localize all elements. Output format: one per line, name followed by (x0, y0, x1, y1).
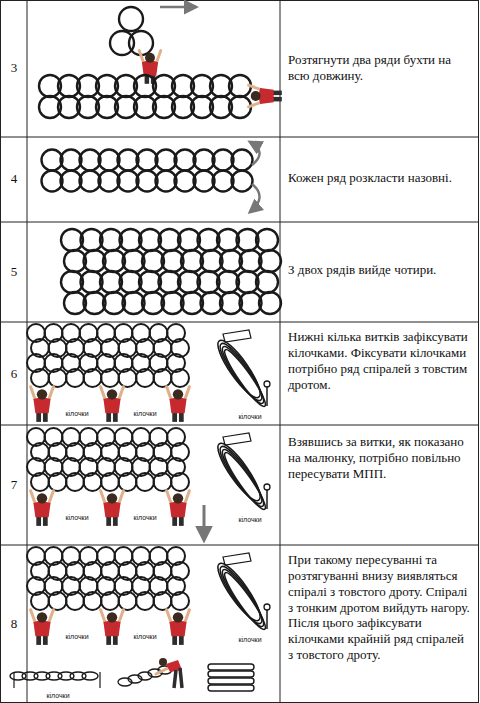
coil-ring (66, 592, 84, 610)
coil-ring (31, 473, 49, 491)
row-line (0, 545, 479, 546)
worker-figure (31, 610, 54, 645)
worker-figure (167, 387, 190, 422)
coil-ring (154, 592, 172, 610)
step-number: 7 (11, 477, 18, 493)
coil-ring (136, 473, 154, 491)
coil-ring (154, 473, 172, 491)
coil-ring (232, 150, 253, 171)
column-line (280, 0, 281, 703)
coil-ring (66, 473, 84, 491)
worker-figure (167, 610, 190, 645)
row-line (0, 322, 479, 323)
worker-figure (167, 491, 190, 526)
coil-mesh (42, 150, 253, 192)
worker-figure (31, 387, 54, 422)
coil-ring (171, 592, 189, 610)
row-line (0, 137, 479, 138)
step-number: 6 (11, 366, 18, 382)
row-line (0, 425, 479, 426)
coil-ring (31, 369, 49, 387)
worker-figure (249, 85, 282, 107)
peg-label: кілочки (132, 633, 157, 641)
coil-ring (31, 592, 49, 610)
coil-ring-group (119, 7, 143, 31)
worker-figure (31, 491, 54, 526)
peg-label: кілочки (132, 410, 157, 418)
step-text-cell: Розтягнути два ряди бухти на всю довжину… (284, 50, 476, 86)
coil-ring (136, 369, 154, 387)
coil-ring (110, 31, 134, 55)
coil-ring (49, 473, 67, 491)
step-instruction: З двох рядів вийде чотири. (288, 262, 472, 278)
coil-mesh (27, 324, 189, 387)
step-instruction: Розтягнути два ряди бухти на всю довжину… (288, 52, 472, 84)
coil-ring (119, 369, 137, 387)
coil-mesh (39, 75, 251, 118)
mini-steps (10, 658, 254, 691)
peg-label: кілочки (237, 413, 262, 421)
step-text-cell: Взявшись за витки, як показано на малюнк… (284, 432, 476, 484)
coil-stretch-figure (212, 433, 270, 513)
direction-arrow (250, 184, 260, 212)
coil-ring (49, 369, 67, 387)
peg-label: кілочки (237, 516, 262, 524)
coil-ring (256, 229, 278, 251)
step-text-cell: При такому пересуванні та розтягуванні в… (284, 550, 476, 665)
row-line (0, 222, 479, 223)
coil-ring (101, 369, 119, 387)
coil-ring (119, 7, 143, 31)
coil-ring (84, 369, 102, 387)
coil-ring (119, 473, 137, 491)
coil-ring (119, 592, 137, 610)
coil-ring (171, 369, 189, 387)
coil-ring (66, 369, 84, 387)
coil-ring (259, 250, 281, 272)
step-text-cell: З двох рядів вийде чотири. (284, 260, 476, 280)
peg-label: кілочки (132, 514, 157, 522)
coil-ring (49, 592, 67, 610)
step-instruction: При такому пересуванні та розтягуванні в… (288, 552, 472, 663)
peg-label: кілочки (237, 636, 262, 644)
worker-figure (101, 491, 124, 526)
step-text-cell: Кожен ряд розкласти назовні. (284, 168, 476, 188)
step-instruction: Нижні кілька витків зафіксувати кілочкам… (288, 329, 472, 392)
coil-ring (84, 473, 102, 491)
coil-ring (256, 271, 278, 293)
coil-ring (136, 592, 154, 610)
peg-label: кілочки (45, 692, 70, 700)
worker-figure (101, 610, 124, 645)
step-number: 3 (11, 60, 18, 76)
column-line (27, 0, 28, 703)
direction-arrow (160, 6, 196, 9)
direction-arrow (250, 142, 260, 165)
direction-arrow (203, 505, 206, 540)
worker-figure (101, 387, 124, 422)
coil-mesh (27, 428, 189, 491)
coil-ring (154, 369, 172, 387)
step-number: 5 (11, 264, 18, 280)
step-text-cell: Нижні кілька витків зафіксувати кілочкам… (284, 327, 476, 394)
coil-ring (259, 292, 281, 314)
coil-ring (101, 473, 119, 491)
coil-stretch-figure (212, 330, 270, 410)
peg-label: кілочки (64, 514, 89, 522)
step-number: 4 (11, 171, 18, 187)
worker-figure (139, 51, 161, 84)
peg-label: кілочки (64, 633, 89, 641)
peg-label: кілочки (64, 410, 89, 418)
step-instruction: Взявшись за витки, як показано на малюнк… (288, 434, 472, 482)
coil-ring (84, 592, 102, 610)
coil-mesh (27, 547, 189, 610)
coil-stretch-figure (212, 553, 270, 633)
coil-ring (101, 592, 119, 610)
coil-ring (232, 171, 253, 192)
coil-mesh (61, 229, 281, 314)
step-number: 8 (11, 616, 18, 632)
coil-ring (171, 473, 189, 491)
step-instruction: Кожен ряд розкласти назовні. (288, 170, 472, 186)
